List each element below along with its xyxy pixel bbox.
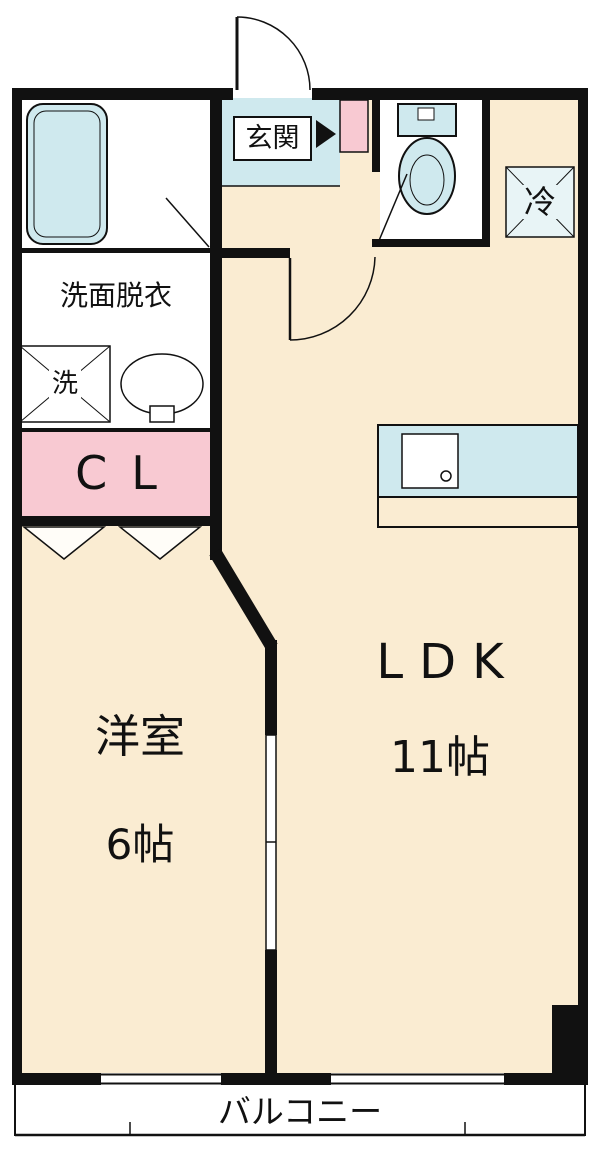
shoe-cabinet (339, 99, 369, 153)
balcony-window-ldk (329, 1073, 506, 1085)
refrigerator-label-text: 冷 (521, 183, 558, 221)
walls (12, 88, 588, 1085)
entrance-label: 玄関 (233, 116, 312, 161)
closet-area (22, 432, 210, 516)
balcony-window-west-room (99, 1073, 223, 1085)
diagonal-wall (209, 548, 278, 651)
entrance-door (235, 16, 311, 91)
toilet (397, 103, 457, 215)
refrigerator-space (505, 166, 575, 238)
entrance-direction-marker (316, 120, 336, 148)
washroom-label: 洗面脱衣 (59, 279, 172, 312)
refrigerator-label: 冷 (506, 167, 574, 237)
washing-machine-label: 洗 (20, 346, 110, 422)
bathtub (26, 103, 108, 245)
western-room-label: 洋室 (94, 709, 185, 763)
kitchen-counter (377, 424, 579, 528)
western-room-size-label: 6帖 (105, 820, 175, 869)
toilet-door (377, 173, 408, 244)
ldk-size-label: 11帖 (390, 732, 490, 783)
bathroom-door (165, 197, 210, 248)
washing-machine-label-text: 洗 (48, 370, 81, 398)
ldk-label: LDK (376, 634, 520, 690)
sliding-door-room-divider (265, 734, 277, 951)
balcony-label: バルコニー (217, 1091, 383, 1131)
closet-doors (21, 526, 203, 560)
hallway-door (288, 256, 376, 341)
closet-label: CL (75, 446, 181, 500)
floor-areas (22, 98, 578, 1075)
washbasin (120, 353, 204, 423)
balcony-area (14, 1085, 586, 1137)
